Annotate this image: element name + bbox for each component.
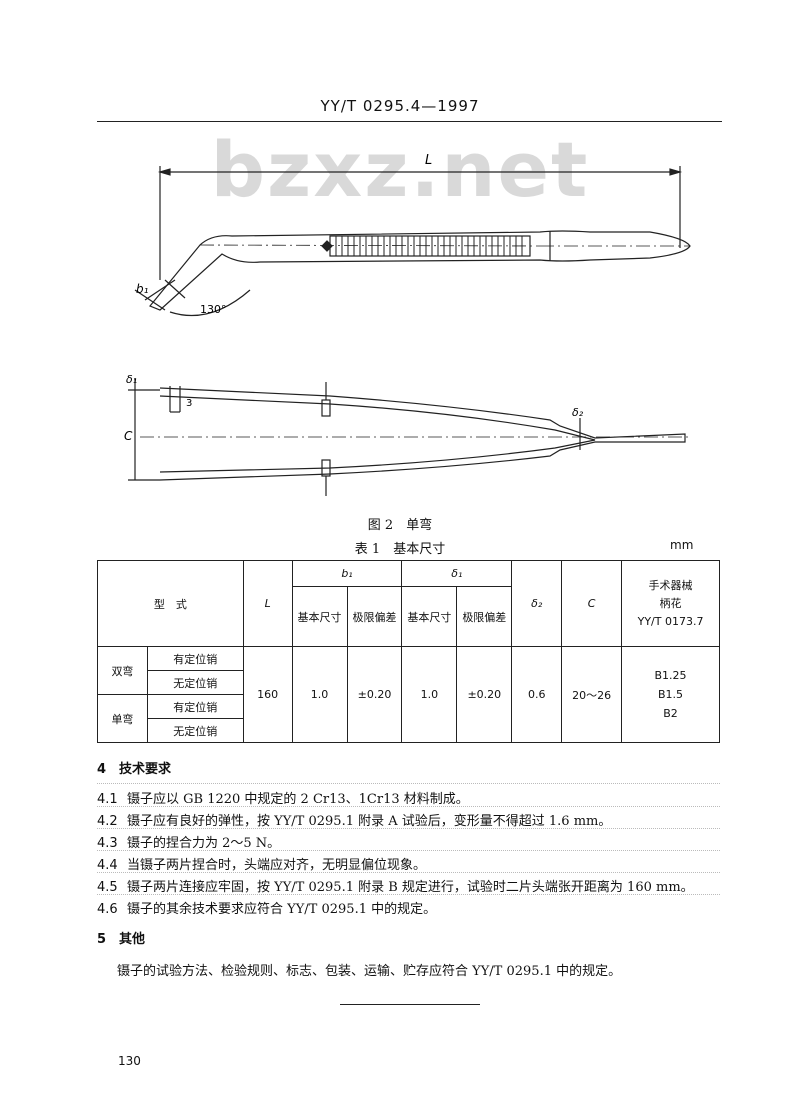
clause-4-3: 4.3 镊子的捏合力为 2～5 N。: [97, 832, 280, 851]
clause-4-5: 4.5 镊子两片连接应牢固，按 YY/T 0295.1 附录 B 规定进行，试验时…: [97, 876, 694, 895]
value-delta2: 0.6: [511, 646, 563, 743]
group-double-bend: 双弯: [97, 646, 148, 695]
value-b1-dev: ±0.20: [346, 646, 403, 743]
table-unit: mm: [670, 538, 694, 552]
header-C: C: [561, 560, 623, 647]
clause-number: 4.2: [97, 814, 118, 829]
clause-number: 4.6: [97, 902, 118, 917]
header-b1-dev: 极限偏差: [346, 586, 403, 647]
row-rule: [97, 872, 720, 873]
value-handle-1: B1.25: [654, 669, 687, 682]
clause-text: 镊子的其余技术要求应符合 YY/T 0295.1 中的规定。: [127, 902, 437, 917]
header-delta1-basic: 基本尺寸: [401, 586, 458, 647]
clause-text: 镊子应以 GB 1220 中规定的 2 Cr13、1Cr13 材料制成。: [127, 792, 469, 807]
header-handle: 手术器械 柄花 YY/T 0173.7: [621, 560, 720, 647]
row-rule: [97, 806, 720, 807]
value-handle-2: B1.5: [658, 688, 684, 701]
clause-text: 镊子两片连接应牢固，按 YY/T 0295.1 附录 B 规定进行，试验时二片头…: [127, 880, 694, 895]
page-number: 130: [118, 1054, 141, 1068]
end-rule: [340, 1004, 480, 1005]
tweezer-figure: L b₁ 130° δ₁ 3 C δ₂: [124, 153, 691, 496]
label-delta2: δ₂: [572, 406, 584, 419]
clause-number: 4.5: [97, 880, 118, 895]
value-delta1-basic: 1.0: [401, 646, 458, 743]
header-delta1: δ₁: [401, 560, 513, 587]
clause-4-4: 4.4 当镊子两片捏合时，头端应对齐，无明显偏位现象。: [97, 854, 426, 873]
value-L: 160: [242, 646, 293, 743]
clause-4-1: 4.1 镊子应以 GB 1220 中规定的 2 Cr13、1Cr13 材料制成。: [97, 788, 469, 807]
watermark: bzxz.net: [210, 125, 590, 214]
clause-text: 镊子的捏合力为 2～5 N。: [127, 836, 281, 851]
header-handle-line3: YY/T 0173.7: [637, 614, 704, 628]
header-rule: [97, 121, 722, 122]
header-type: 型 式: [97, 560, 244, 647]
figure-caption: 图 2 单弯: [367, 518, 433, 533]
header-delta1-dev: 极限偏差: [456, 586, 513, 647]
variant-cell: 无定位销: [146, 670, 244, 695]
clause-number: 4.4: [97, 858, 118, 873]
header-delta2: δ₂: [511, 560, 563, 647]
value-handle: B1.25 B1.5 B2: [621, 646, 720, 743]
value-C: 20～26: [561, 646, 623, 743]
side-outline: [159, 387, 686, 481]
section4-heading: 4 技术要求: [97, 762, 172, 777]
group-single-bend: 单弯: [97, 694, 148, 743]
value-delta1-dev: ±0.20: [456, 646, 513, 743]
table-caption: 表 1 基本尺寸: [354, 542, 446, 557]
clause-text: 当镊子两片捏合时，头端应对齐，无明显偏位现象。: [127, 858, 427, 873]
header-L: L: [242, 560, 293, 647]
row-rule: [97, 850, 720, 851]
value-handle-3: B2: [663, 707, 678, 720]
label-b1: b₁: [136, 282, 149, 296]
value-b1-basic: 1.0: [291, 646, 348, 743]
section5-heading: 5 其他: [97, 932, 146, 947]
row-rule: [97, 894, 720, 895]
label-C: C: [124, 429, 133, 443]
header-b1-basic: 基本尺寸: [291, 586, 348, 647]
pin-marker: [321, 240, 333, 252]
dimension-table: 型 式 L b₁ δ₁ δ₂ C 手术器械 柄花 YY/T 0173.7 基本尺…: [97, 560, 720, 743]
row-rule: [97, 783, 720, 784]
label-L: L: [425, 153, 432, 168]
section5-text: 镊子的试验方法、检验规则、标志、包装、运输、贮存应符合 YY/T 0295.1 …: [117, 964, 622, 979]
clause-4-2: 4.2 镊子应有良好的弹性，按 YY/T 0295.1 附录 A 试验后，变形量不…: [97, 810, 611, 829]
header-handle-line2: 柄花: [659, 596, 682, 610]
label-angle: 130°: [200, 303, 227, 316]
header-handle-line1: 手术器械: [648, 578, 693, 592]
variant-cell: 有定位销: [146, 646, 244, 671]
standard-code: YY/T 0295.4—1997: [320, 97, 480, 115]
variant-cell: 无定位销: [146, 718, 244, 743]
label-delta1: δ₁: [126, 373, 137, 386]
row-rule: [97, 828, 720, 829]
header-b1: b₁: [291, 560, 403, 587]
label-dim3: 3: [186, 398, 192, 409]
clause-number: 4.3: [97, 836, 118, 851]
clause-number: 4.1: [97, 792, 118, 807]
variant-cell: 有定位销: [146, 694, 244, 719]
clause-4-6: 4.6 镊子的其余技术要求应符合 YY/T 0295.1 中的规定。: [97, 898, 436, 917]
clause-text: 镊子应有良好的弹性，按 YY/T 0295.1 附录 A 试验后，变形量不得超过…: [127, 814, 612, 829]
